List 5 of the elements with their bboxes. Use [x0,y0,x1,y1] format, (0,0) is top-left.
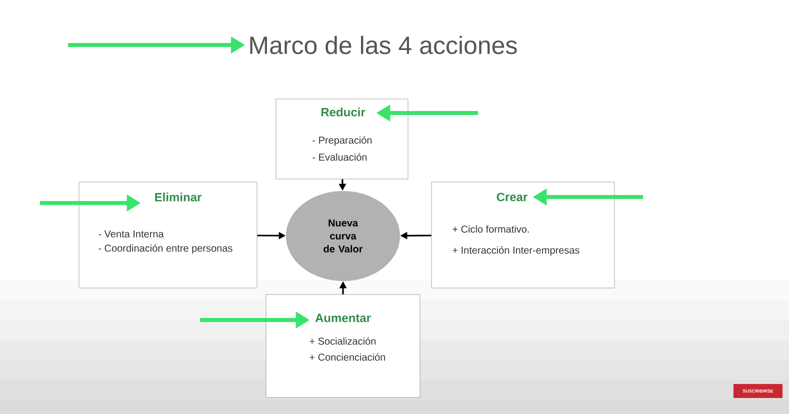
title: Marco de las 4 acciones [250,36,517,54]
action-box: Aumentar + Socialización + Concienciación [266,294,420,398]
action-box: Eliminar - Venta Interna - Coordinación entre personas [78,182,258,288]
action-box: Crear + Ciclo formativo. + Interacción Inter-empresas [431,182,615,288]
action-box: Reducir - Preparación - Evaluación [276,98,408,180]
